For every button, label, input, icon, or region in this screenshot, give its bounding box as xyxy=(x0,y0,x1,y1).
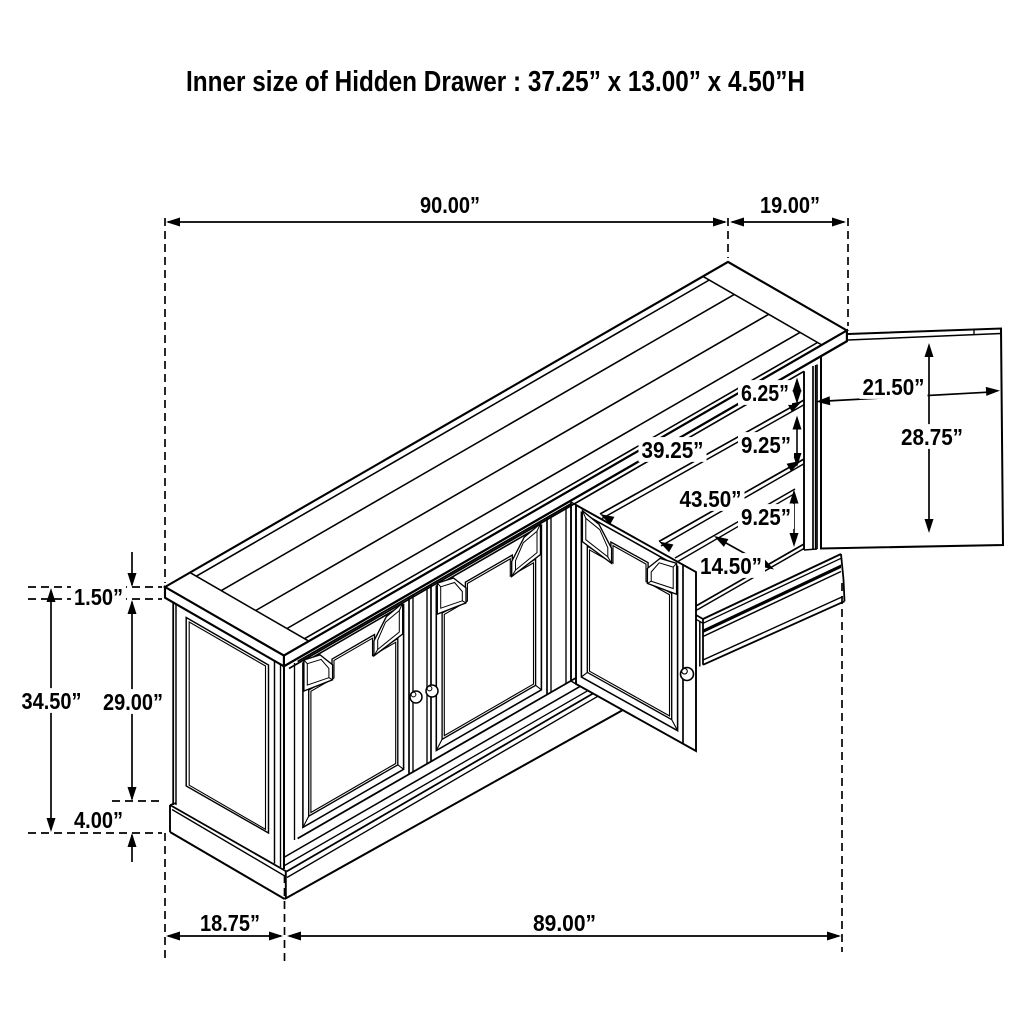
svg-text:9.25”: 9.25” xyxy=(741,504,791,530)
svg-text:1.50”: 1.50” xyxy=(74,584,123,610)
svg-text:6.25”: 6.25” xyxy=(741,380,789,406)
svg-text:89.00”: 89.00” xyxy=(533,910,596,936)
svg-text:21.50”: 21.50” xyxy=(863,374,925,400)
svg-text:43.50”: 43.50” xyxy=(680,486,742,512)
svg-text:14.50”: 14.50” xyxy=(700,553,762,579)
svg-text:39.25”: 39.25” xyxy=(642,437,704,463)
svg-text:4.00”: 4.00” xyxy=(74,807,123,833)
svg-text:29.00”: 29.00” xyxy=(103,689,163,715)
svg-text:19.00”: 19.00” xyxy=(760,192,820,218)
svg-text:28.75”: 28.75” xyxy=(901,424,963,450)
svg-text:9.25”: 9.25” xyxy=(741,432,791,458)
svg-text:34.50”: 34.50” xyxy=(22,688,82,714)
svg-text:90.00”: 90.00” xyxy=(420,192,480,218)
svg-text:Inner size of Hidden Drawer :: Inner size of Hidden Drawer : 37.25” x 1… xyxy=(186,66,805,98)
svg-text:18.75”: 18.75” xyxy=(200,910,260,936)
